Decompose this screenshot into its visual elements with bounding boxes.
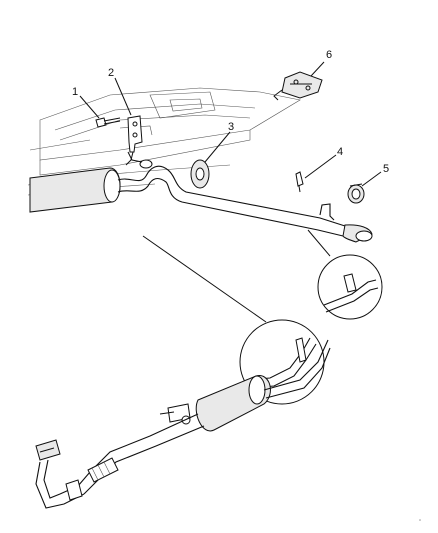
upper-exhaust-assembly bbox=[29, 151, 373, 243]
callout-label: 6 bbox=[326, 49, 332, 61]
heat-shield-sensor bbox=[273, 71, 323, 101]
callout-3: 3 bbox=[204, 121, 234, 163]
callout-6: 6 bbox=[310, 49, 332, 77]
exhaust-clamp bbox=[347, 183, 365, 204]
lower-exhaust-assembly bbox=[35, 339, 331, 509]
callout-5: 5 bbox=[361, 163, 389, 187]
callout-label: 3 bbox=[228, 121, 234, 133]
detail-circle-hanger bbox=[317, 254, 383, 320]
page-mark bbox=[419, 519, 421, 521]
callout-label: 4 bbox=[337, 146, 343, 158]
bolt bbox=[95, 117, 121, 128]
callout-2: 2 bbox=[108, 67, 132, 116]
callout-label: 1 bbox=[72, 86, 78, 98]
hanger-bracket bbox=[125, 115, 143, 166]
callout-label: 5 bbox=[383, 163, 389, 175]
callout-label: 2 bbox=[108, 67, 114, 79]
callout-1: 1 bbox=[72, 86, 100, 119]
callout-4: 4 bbox=[304, 146, 343, 179]
tailpipe-hanger bbox=[295, 171, 335, 221]
detail-leaders bbox=[142, 229, 331, 323]
